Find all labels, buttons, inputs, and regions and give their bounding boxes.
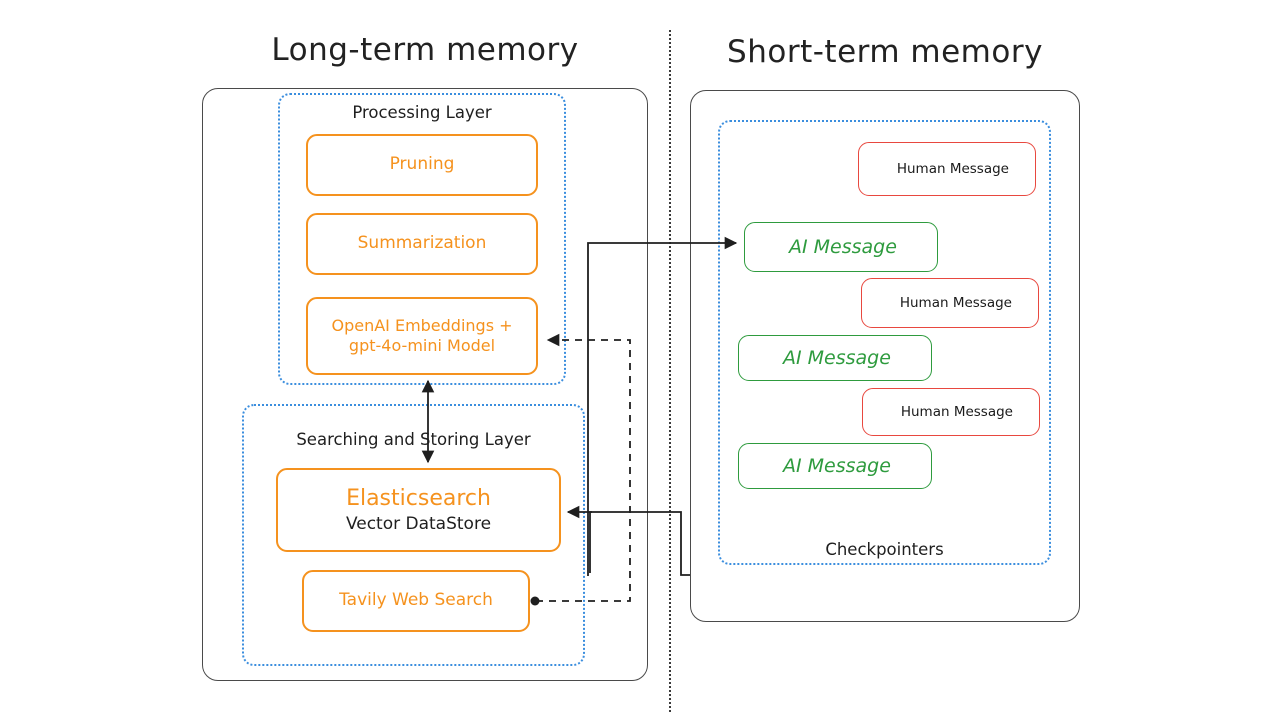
ai-message-label: AI Message bbox=[789, 236, 897, 258]
human-message-label: Human Message bbox=[900, 404, 1013, 420]
memory-divider-line bbox=[669, 30, 671, 712]
node-pruning-label: Pruning bbox=[389, 154, 455, 175]
processing-layer-label: Processing Layer bbox=[352, 103, 492, 122]
node-elasticsearch-sublabel: Vector DataStore bbox=[345, 514, 492, 535]
searching-storing-layer-label: Searching and Storing Layer bbox=[296, 430, 531, 449]
ai-message-bubble[interactable]: AI Message bbox=[744, 222, 938, 272]
ai-message-label: AI Message bbox=[783, 347, 891, 369]
ai-message-bubble[interactable]: AI Message bbox=[738, 443, 932, 489]
node-elasticsearch[interactable]: Elasticsearch Vector DataStore bbox=[276, 468, 561, 552]
human-message-bubble[interactable]: Human Message bbox=[862, 388, 1040, 436]
node-summarization[interactable]: Summarization bbox=[306, 213, 538, 275]
node-tavily-web-search-label: Tavily Web Search bbox=[339, 590, 493, 611]
node-openai-embeddings[interactable]: OpenAI Embeddings + gpt-4o-mini Model bbox=[306, 297, 538, 375]
node-summarization-label: Summarization bbox=[357, 233, 487, 254]
node-elasticsearch-label: Elasticsearch bbox=[346, 485, 491, 511]
node-pruning[interactable]: Pruning bbox=[306, 134, 538, 196]
human-message-label: Human Message bbox=[899, 295, 1012, 311]
long-term-memory-title: Long-term memory bbox=[271, 32, 579, 68]
ai-message-label: AI Message bbox=[783, 455, 891, 477]
human-message-label: Human Message bbox=[896, 161, 1009, 177]
human-message-bubble[interactable]: Human Message bbox=[861, 278, 1039, 328]
node-tavily-web-search[interactable]: Tavily Web Search bbox=[302, 570, 530, 632]
human-message-bubble[interactable]: Human Message bbox=[858, 142, 1036, 196]
short-term-memory-title: Short-term memory bbox=[727, 34, 1043, 70]
ai-message-bubble[interactable]: AI Message bbox=[738, 335, 932, 381]
node-openai-embeddings-label: OpenAI Embeddings + gpt-4o-mini Model bbox=[331, 315, 513, 355]
checkpointers-label: Checkpointers bbox=[825, 540, 944, 559]
